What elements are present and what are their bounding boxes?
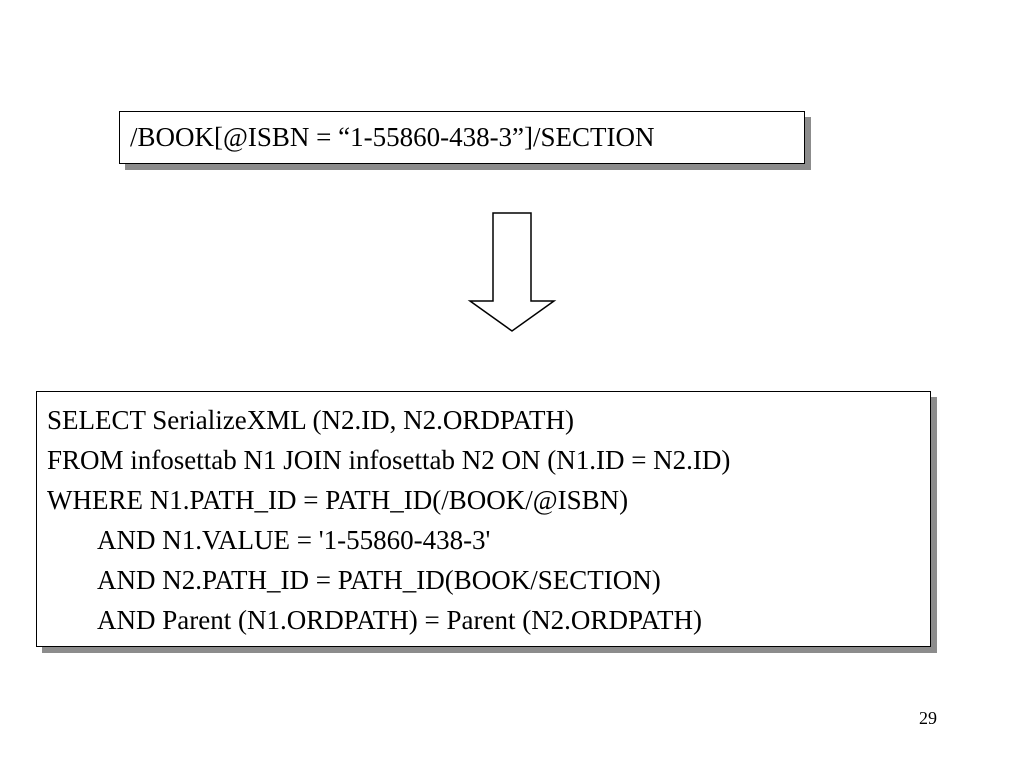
down-arrow-icon bbox=[467, 212, 557, 332]
xpath-query-text: /BOOK[@ISBN = “1-55860-438-3”]/SECTION bbox=[130, 122, 655, 152]
sql-line-and-path: AND N2.PATH_ID = PATH_ID(BOOK/SECTION) bbox=[97, 565, 661, 595]
sql-line-select: SELECT SerializeXML (N2.ID, N2.ORDPATH) bbox=[47, 405, 574, 435]
page-number: 29 bbox=[919, 708, 937, 728]
sql-line-where: WHERE N1.PATH_ID = PATH_ID(/BOOK/@ISBN) bbox=[47, 485, 629, 515]
xpath-query-box: /BOOK[@ISBN = “1-55860-438-3”]/SECTION bbox=[119, 111, 805, 164]
sql-line-and-parent: AND Parent (N1.ORDPATH) = Parent (N2.ORD… bbox=[97, 605, 702, 635]
sql-line-and-value: AND N1.VALUE = '1-55860-438-3' bbox=[97, 525, 491, 555]
sql-query-box: SELECT SerializeXML (N2.ID, N2.ORDPATH) … bbox=[36, 391, 931, 647]
sql-line-from: FROM infosettab N1 JOIN infosettab N2 ON… bbox=[47, 445, 731, 475]
